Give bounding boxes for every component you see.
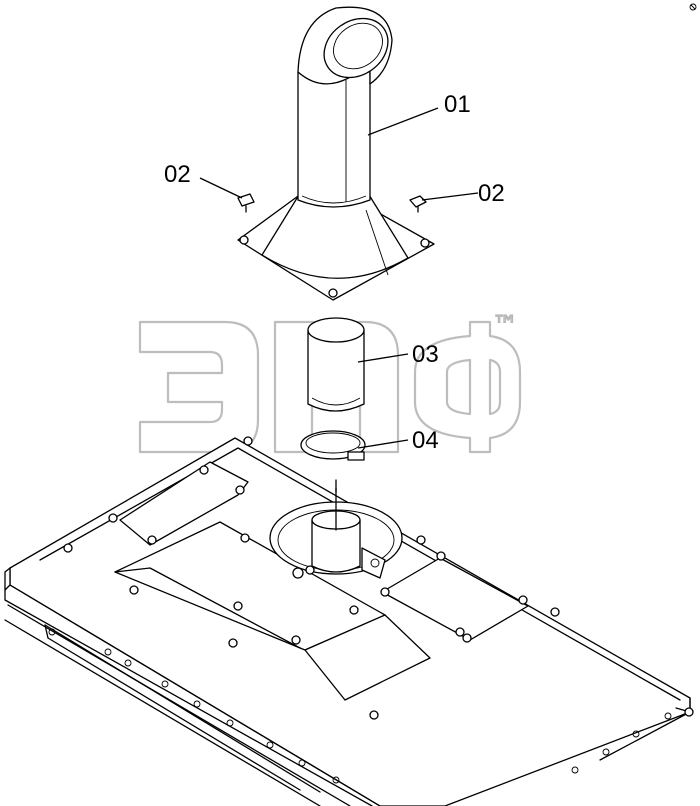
part-01-exhaust-stack — [237, 6, 435, 301]
callout-04: 04 — [412, 427, 439, 454]
callout-01: 01 — [444, 91, 471, 118]
part-02-bolt-right — [409, 195, 427, 213]
base-cover-assembly — [4, 436, 694, 806]
side-holes — [48, 628, 672, 784]
callout-02-left: 02 — [164, 161, 191, 188]
cover-bolts — [63, 436, 560, 720]
callout-02-right: 02 — [478, 180, 505, 207]
trademark-mark: ™ — [492, 311, 518, 341]
corner-mark-icon — [689, 3, 697, 11]
leader-lines — [199, 107, 479, 449]
callout-03: 03 — [412, 341, 439, 368]
part-02-bolt-left — [237, 193, 255, 213]
part-04-clamp — [300, 430, 366, 493]
part-03-pipe — [307, 317, 365, 412]
